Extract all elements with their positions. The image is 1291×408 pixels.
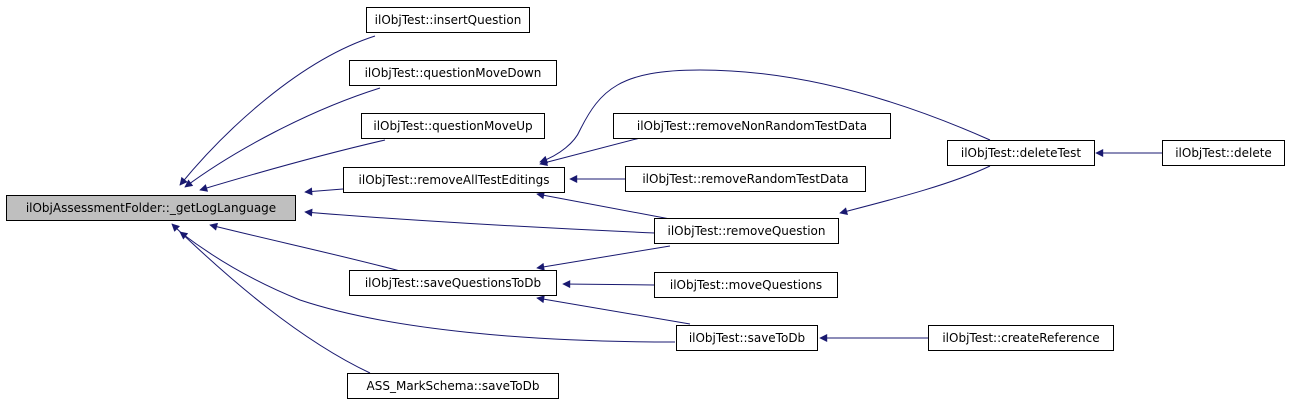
node-root[interactable]: ilObjAssessmentFolder::_getLogLanguage: [6, 195, 296, 221]
edge-questionMoveUp-to-root: [199, 139, 386, 192]
edge-saveToDb-to-root: [179, 231, 676, 343]
edge-removeAllTestEditings-to-root: [304, 187, 344, 196]
node-removeNonRandomTestData[interactable]: ilObjTest::removeNonRandomTestData: [613, 113, 891, 139]
edge-deleteTest-to-removeAllTestEditings: [539, 69, 991, 164]
edge-removeQuestion-to-removeAllTestEditings: [536, 191, 671, 220]
node-delete[interactable]: ilObjTest::delete: [1162, 140, 1285, 166]
edge-removeQuestion-to-root: [304, 208, 656, 234]
edge-markSchemaSaveToDb-to-root: [171, 223, 371, 374]
edge-questionMoveDown-to-root: [184, 87, 381, 188]
node-questionMoveDown[interactable]: ilObjTest::questionMoveDown: [349, 60, 557, 86]
node-markSchemaSaveToDb[interactable]: ASS_MarkSchema::saveToDb: [347, 373, 559, 399]
node-insertQuestion[interactable]: ilObjTest::insertQuestion: [366, 7, 530, 33]
node-removeAllTestEditings[interactable]: ilObjTest::removeAllTestEditings: [343, 167, 565, 193]
edge-removeQuestion-to-saveQuestionsToDb: [536, 245, 671, 271]
node-saveQuestionsToDb[interactable]: ilObjTest::saveQuestionsToDb: [349, 270, 557, 296]
node-moveQuestions[interactable]: ilObjTest::moveQuestions: [654, 272, 838, 298]
node-createReference[interactable]: ilObjTest::createReference: [928, 325, 1114, 351]
edge-saveToDb-to-saveQuestionsToDb: [536, 295, 691, 325]
node-removeQuestion[interactable]: ilObjTest::removeQuestion: [654, 218, 839, 244]
edge-deleteTest-to-removeQuestion: [839, 165, 991, 216]
edge-insertQuestion-to-root: [179, 35, 376, 186]
node-removeRandomTestData[interactable]: ilObjTest::removeRandomTestData: [625, 166, 866, 192]
node-questionMoveUp[interactable]: ilObjTest::questionMoveUp: [361, 113, 545, 139]
edge-removeNonRandomTestData-to-removeAllTestEditings: [539, 137, 641, 167]
node-deleteTest[interactable]: ilObjTest::deleteTest: [947, 140, 1095, 166]
edge-moveQuestions-to-saveQuestionsToDb: [562, 280, 655, 289]
edge-saveQuestionsToDb-to-root: [209, 222, 401, 272]
node-saveToDb[interactable]: ilObjTest::saveToDb: [676, 325, 818, 351]
